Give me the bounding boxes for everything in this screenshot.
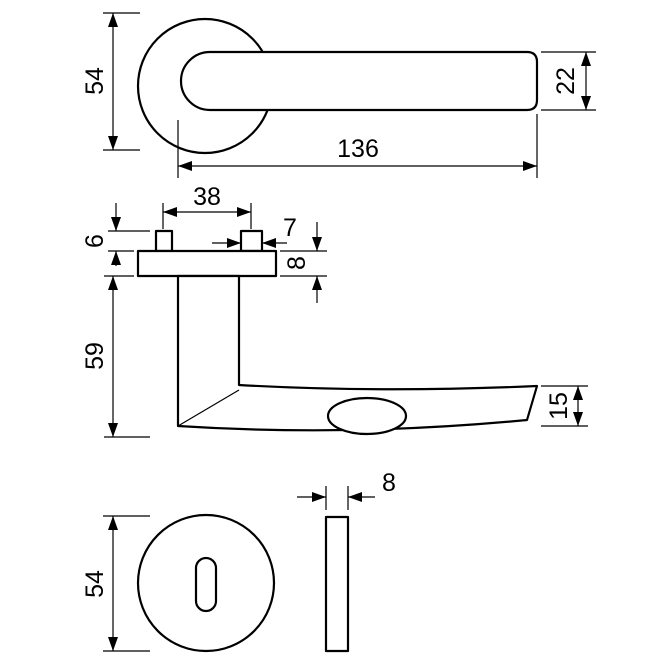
escutcheon-diameter-dimension: 54 — [81, 515, 150, 652]
lever-length-label: 136 — [337, 135, 379, 163]
escutcheon-thickness-dimension: 8 — [297, 469, 396, 510]
lever-length-dimension: 136 — [177, 114, 538, 178]
lever-thickness-label: 22 — [552, 67, 580, 95]
grip-recess — [326, 396, 408, 436]
post-height-label: 6 — [81, 234, 109, 248]
side-rose-plate — [136, 249, 278, 278]
top-rose-diameter-dimension: 54 — [81, 12, 140, 151]
spindle-spacing-label: 38 — [193, 183, 221, 211]
escutcheon-diameter-label: 54 — [81, 570, 109, 598]
lever-height-label: 59 — [81, 342, 109, 370]
right-post — [239, 229, 264, 253]
keyhole-slot — [194, 556, 218, 613]
post-width-label: 7 — [283, 214, 297, 242]
side-view: 38 7 6 8 — [81, 183, 588, 438]
post-height-dimension: 6 — [81, 203, 150, 266]
post-width-dimension: 7 — [212, 214, 297, 248]
grip-height-label: 15 — [545, 392, 573, 420]
escutcheon-thickness-label: 8 — [382, 469, 396, 497]
top-lever — [179, 50, 539, 112]
grip-height-dimension: 15 — [541, 385, 588, 427]
top-view: 54 22 136 — [81, 12, 596, 178]
lever-inner-edge — [177, 389, 240, 427]
lever-thickness-dimension: 22 — [541, 51, 596, 111]
escutcheon-view: 54 8 — [81, 469, 396, 653]
lever-height-dimension: 59 — [81, 275, 150, 438]
side-lever — [176, 274, 539, 432]
top-rose-diameter-label: 54 — [81, 67, 109, 95]
rose-thickness-label: 8 — [283, 256, 311, 270]
left-post — [154, 229, 174, 253]
rose-thickness-dimension: 8 — [280, 222, 327, 303]
escutcheon-side-profile — [324, 515, 350, 653]
spindle-spacing-dimension: 38 — [162, 183, 252, 229]
